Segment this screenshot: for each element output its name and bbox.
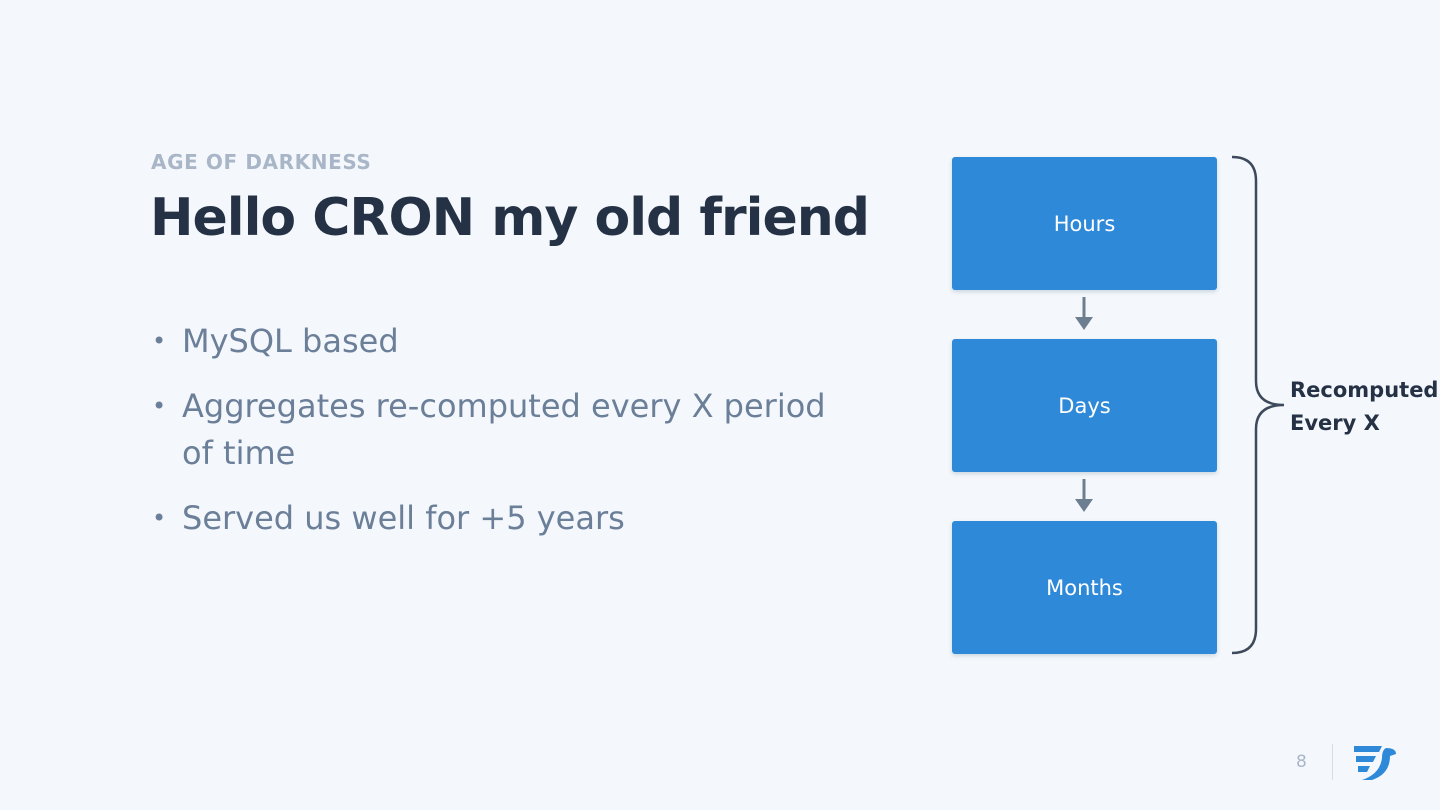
diagram-box-days: Days — [952, 339, 1217, 472]
curly-brace-icon — [1231, 155, 1285, 655]
footer-divider — [1332, 744, 1333, 780]
page-number: 8 — [1296, 752, 1307, 772]
arrow-down-icon — [1075, 479, 1093, 512]
bullet-text: Served us well for +5 years — [182, 499, 625, 537]
diagram-box-hours: Hours — [952, 157, 1217, 290]
arrow-down-icon — [1075, 297, 1093, 330]
diagram-box-label: Hours — [1053, 211, 1116, 236]
brace-label: Recomputed Every X — [1290, 374, 1438, 440]
bullet-list: • MySQL based • Aggregates re-computed e… — [152, 318, 852, 560]
bullet-item: • Served us well for +5 years — [152, 495, 852, 542]
bullet-text: Aggregates re-computed every X period of… — [182, 387, 826, 472]
brace-label-line-2: Every X — [1290, 411, 1380, 435]
diagram-box-label: Months — [1046, 575, 1123, 600]
bullet-item: • MySQL based — [152, 318, 852, 365]
messagebird-logo-icon — [1354, 746, 1396, 780]
bullet-dot-icon: • — [152, 504, 167, 532]
slide-title: Hello CRON my old friend — [150, 188, 870, 248]
diagram-box-months: Months — [952, 521, 1217, 654]
bullet-dot-icon: • — [152, 392, 167, 420]
bullet-item: • Aggregates re-computed every X period … — [152, 383, 852, 477]
diagram-box-label: Days — [1058, 393, 1111, 418]
bullet-dot-icon: • — [152, 327, 167, 355]
section-eyebrow: AGE OF DARKNESS — [151, 150, 372, 174]
bullet-text: MySQL based — [182, 322, 399, 360]
brace-label-line-1: Recomputed — [1290, 378, 1439, 402]
